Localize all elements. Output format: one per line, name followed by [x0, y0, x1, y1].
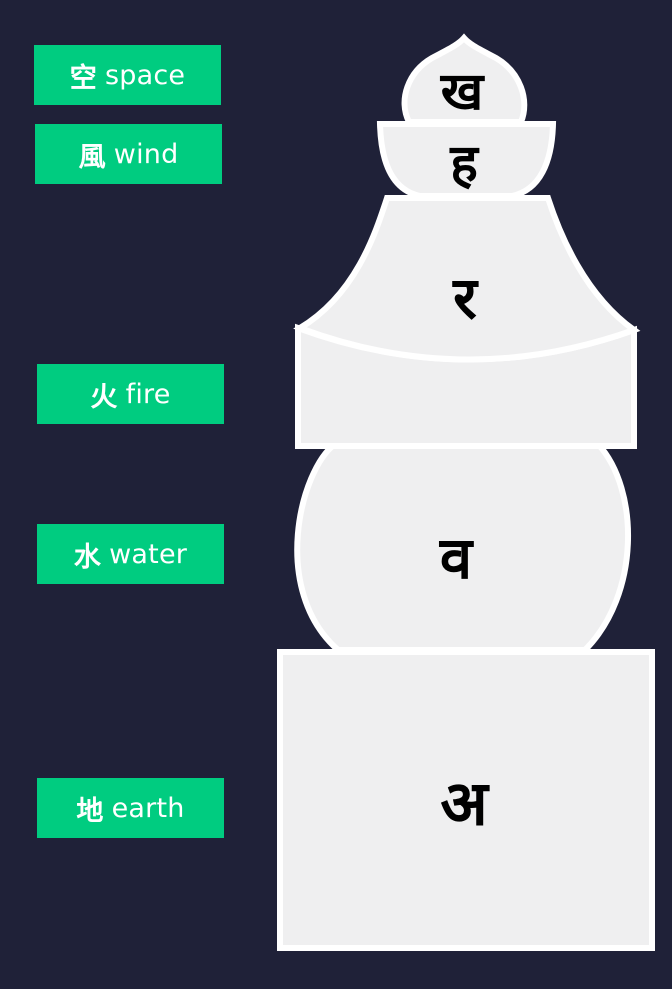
english-earth: earth — [111, 792, 185, 824]
label-water: 水 water — [37, 524, 224, 584]
english-space: space — [104, 59, 186, 91]
wind-bowl — [376, 121, 557, 199]
kanji-fire: 火 — [90, 381, 118, 413]
glyph-water: व — [439, 524, 474, 592]
kanji-earth: 地 — [76, 795, 104, 827]
space-jewel — [401, 33, 528, 125]
label-space: 空 space — [34, 45, 221, 105]
english-water: water — [109, 538, 188, 570]
english-wind: wind — [113, 138, 179, 170]
kanji-wind: 風 — [78, 141, 106, 173]
glyph-wind: ह — [449, 134, 480, 194]
label-wind: 風 wind — [35, 124, 222, 184]
label-earth: 地 earth — [37, 778, 224, 838]
glyph-earth: अ — [440, 767, 490, 840]
glyph-fire: र — [452, 264, 479, 332]
glyph-space: ख — [440, 62, 486, 122]
kanji-space: 空 — [69, 62, 97, 94]
earth-cube — [277, 649, 655, 951]
kanji-water: 水 — [73, 541, 102, 573]
label-fire: 火 fire — [37, 364, 224, 424]
english-fire: fire — [125, 378, 171, 410]
fire-roof — [293, 195, 641, 363]
